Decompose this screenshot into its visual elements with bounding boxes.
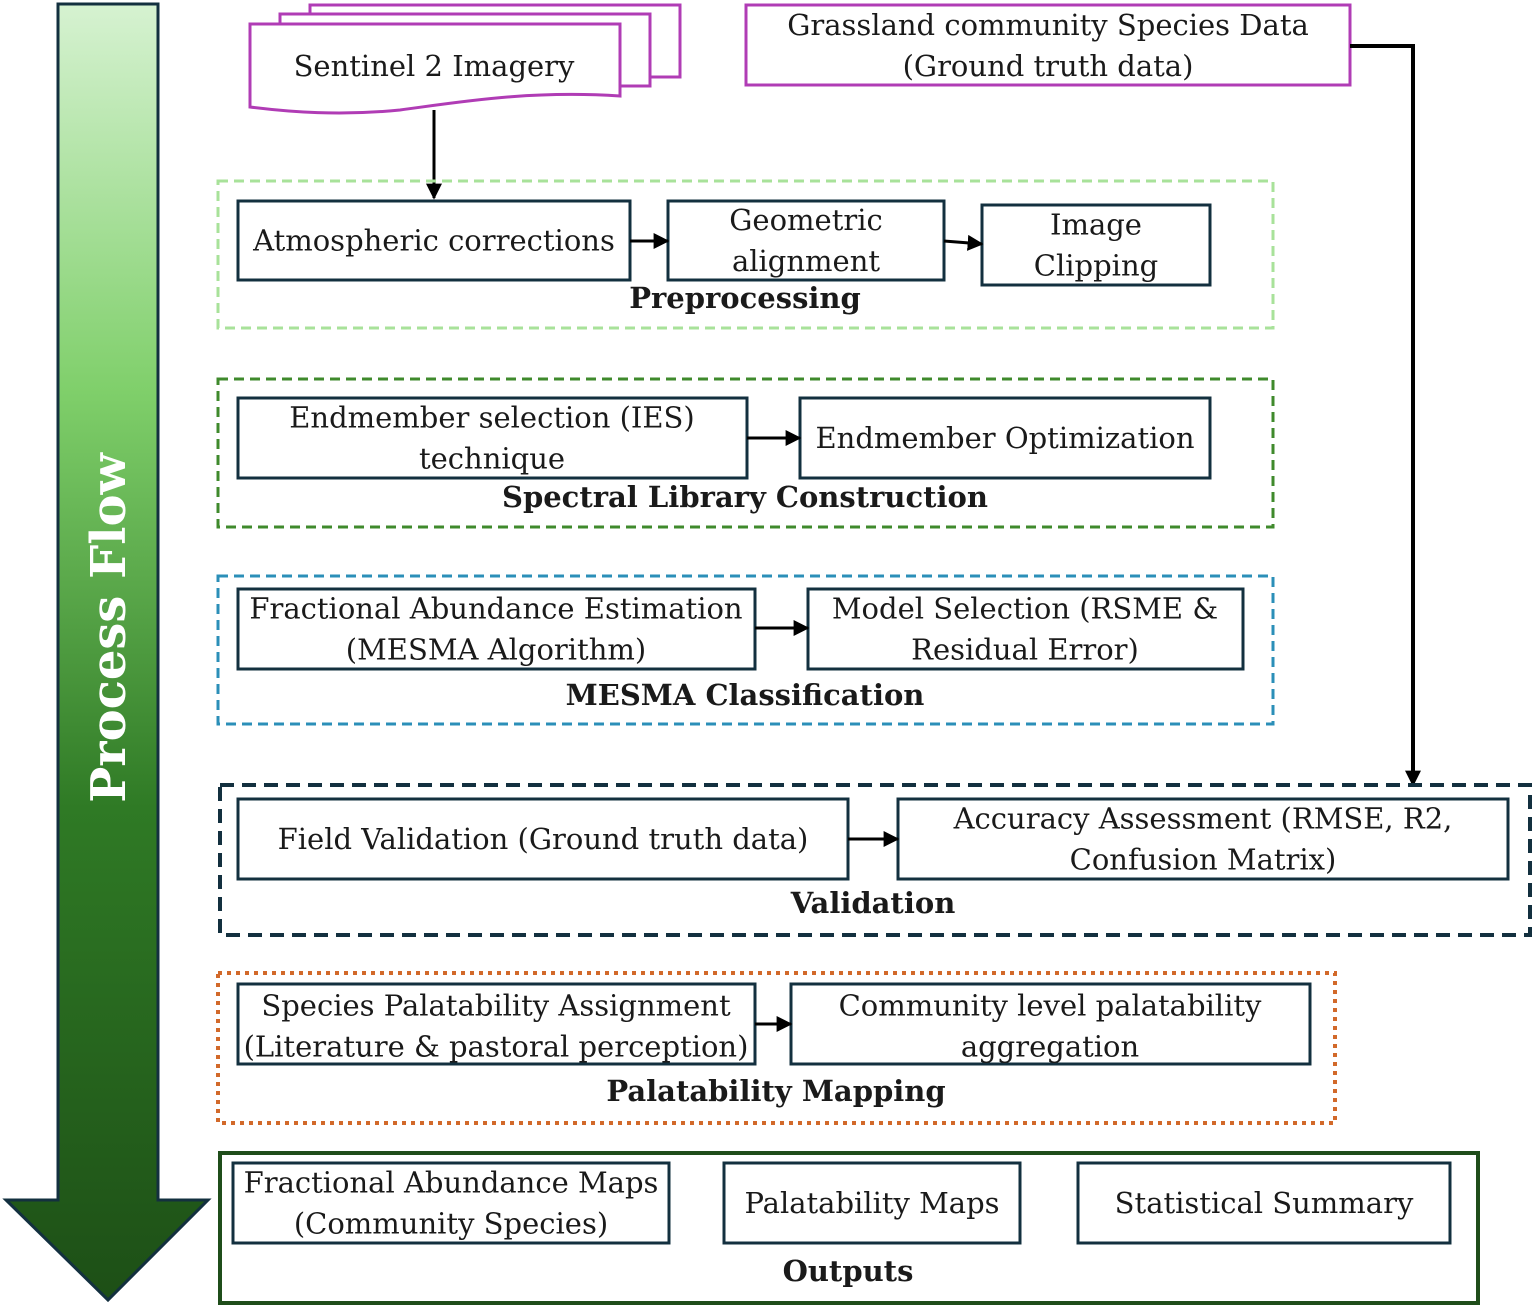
step-endmember-optimization: Endmember Optimization <box>815 421 1194 455</box>
process-flow-arrow: Process Flow <box>2 2 212 1303</box>
ground-truth-to-validation-arrow <box>1350 44 1421 787</box>
process-box <box>722 1161 1022 1245</box>
mesma-classification-group <box>216 574 1275 726</box>
validation-label: Validation <box>790 886 956 920</box>
spectral-library-steps: Endmember selection (IES)technique Endme… <box>236 396 1212 514</box>
outputs-label: Outputs <box>783 1254 914 1288</box>
process-box <box>980 203 1212 287</box>
process-box <box>896 797 1510 881</box>
spectral-library-group <box>216 377 1275 529</box>
output-statistical-summary: Statistical Summary <box>1115 1186 1414 1220</box>
output-fractional-abundance-maps: Fractional Abundance Maps(Community Spec… <box>244 1166 659 1241</box>
step-accuracy-assessment: Accuracy Assessment (RMSE, R2,Confusion … <box>953 802 1453 877</box>
validation-steps: Field Validation (Ground truth data) Acc… <box>236 797 1510 920</box>
ground-truth-label-line2: (Ground truth data) <box>903 49 1194 83</box>
validation-group <box>218 783 1532 937</box>
process-box <box>798 396 1212 480</box>
process-box <box>236 982 757 1066</box>
process-box <box>236 199 632 282</box>
arrow <box>943 234 984 251</box>
ground-truth-label-line1: Grassland community Species Data <box>787 8 1309 42</box>
process-box <box>236 797 850 881</box>
palatability-mapping-label: Palatability Mapping <box>606 1074 945 1108</box>
step-species-palatability: Species Palatability Assignment(Literatu… <box>244 989 749 1064</box>
preprocessing-group <box>216 179 1275 330</box>
step-endmember-selection: Endmember selection (IES)technique <box>289 401 695 476</box>
outputs-group <box>218 1151 1480 1305</box>
sentinel-imagery-label: Sentinel 2 Imagery <box>294 49 575 83</box>
spectral-library-label: Spectral Library Construction <box>502 480 988 514</box>
mesma-classification-steps: Fractional Abundance Estimation(MESMA Al… <box>236 587 1245 712</box>
process-box <box>236 396 749 480</box>
preprocessing-label: Preprocessing <box>629 281 861 315</box>
step-field-validation: Field Validation (Ground truth data) <box>278 822 809 856</box>
palatability-mapping-steps: Species Palatability Assignment(Literatu… <box>236 982 1312 1108</box>
mesma-classification-label: MESMA Classification <box>566 678 925 712</box>
process-box <box>231 1161 671 1245</box>
ground-truth-input: Grassland community Species Data (Ground… <box>744 3 1352 87</box>
step-fractional-abundance-estimation: Fractional Abundance Estimation(MESMA Al… <box>249 592 742 667</box>
process-box <box>666 199 946 282</box>
sentinel-imagery-input: Sentinel 2 Imagery <box>248 3 682 115</box>
step-atmospheric-corrections: Atmospheric corrections <box>252 224 615 258</box>
process-flow-label: Process Flow <box>81 452 137 803</box>
process-box <box>806 587 1245 671</box>
palatability-mapping-group <box>216 971 1337 1125</box>
outputs-steps: Fractional Abundance Maps(Community Spec… <box>231 1161 1452 1288</box>
step-model-selection: Model Selection (RSME &Residual Error) <box>832 592 1218 667</box>
process-box <box>1076 1161 1452 1245</box>
process-box <box>789 982 1312 1066</box>
output-palatability-maps: Palatability Maps <box>744 1186 999 1220</box>
